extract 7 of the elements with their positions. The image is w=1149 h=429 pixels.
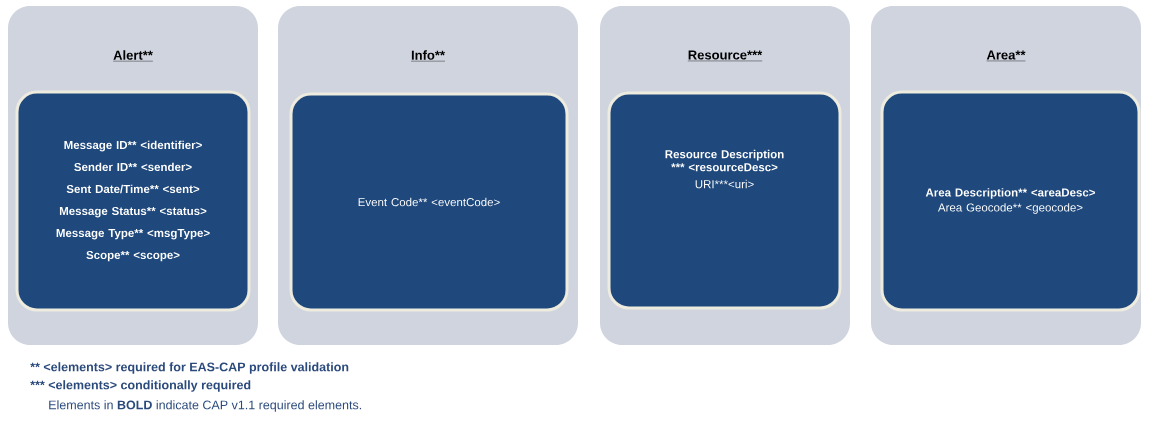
inner-box: Area Description** <areaDesc> Area Geocode** <geocode>: [880, 90, 1141, 312]
inner-box: Message ID** <identifier> Sender ID** <sender> Sent Date/Time** <sent> Message Status** <status> Message Type** <msgType> Scope** <scope>: [15, 90, 251, 312]
footnote: *** <elements> conditionally required: [30, 380, 251, 392]
footnote: ** <elements> required for EAS-CAP profile validation: [30, 362, 349, 374]
footnote: Elements in BOLD indicate CAP v1.1 required elements.: [49, 400, 362, 412]
inner-box: Event Code** <eventCode>: [289, 92, 569, 312]
inner-box: Resource Description *** <resourceDesc> URI***<uri>: [607, 91, 842, 310]
